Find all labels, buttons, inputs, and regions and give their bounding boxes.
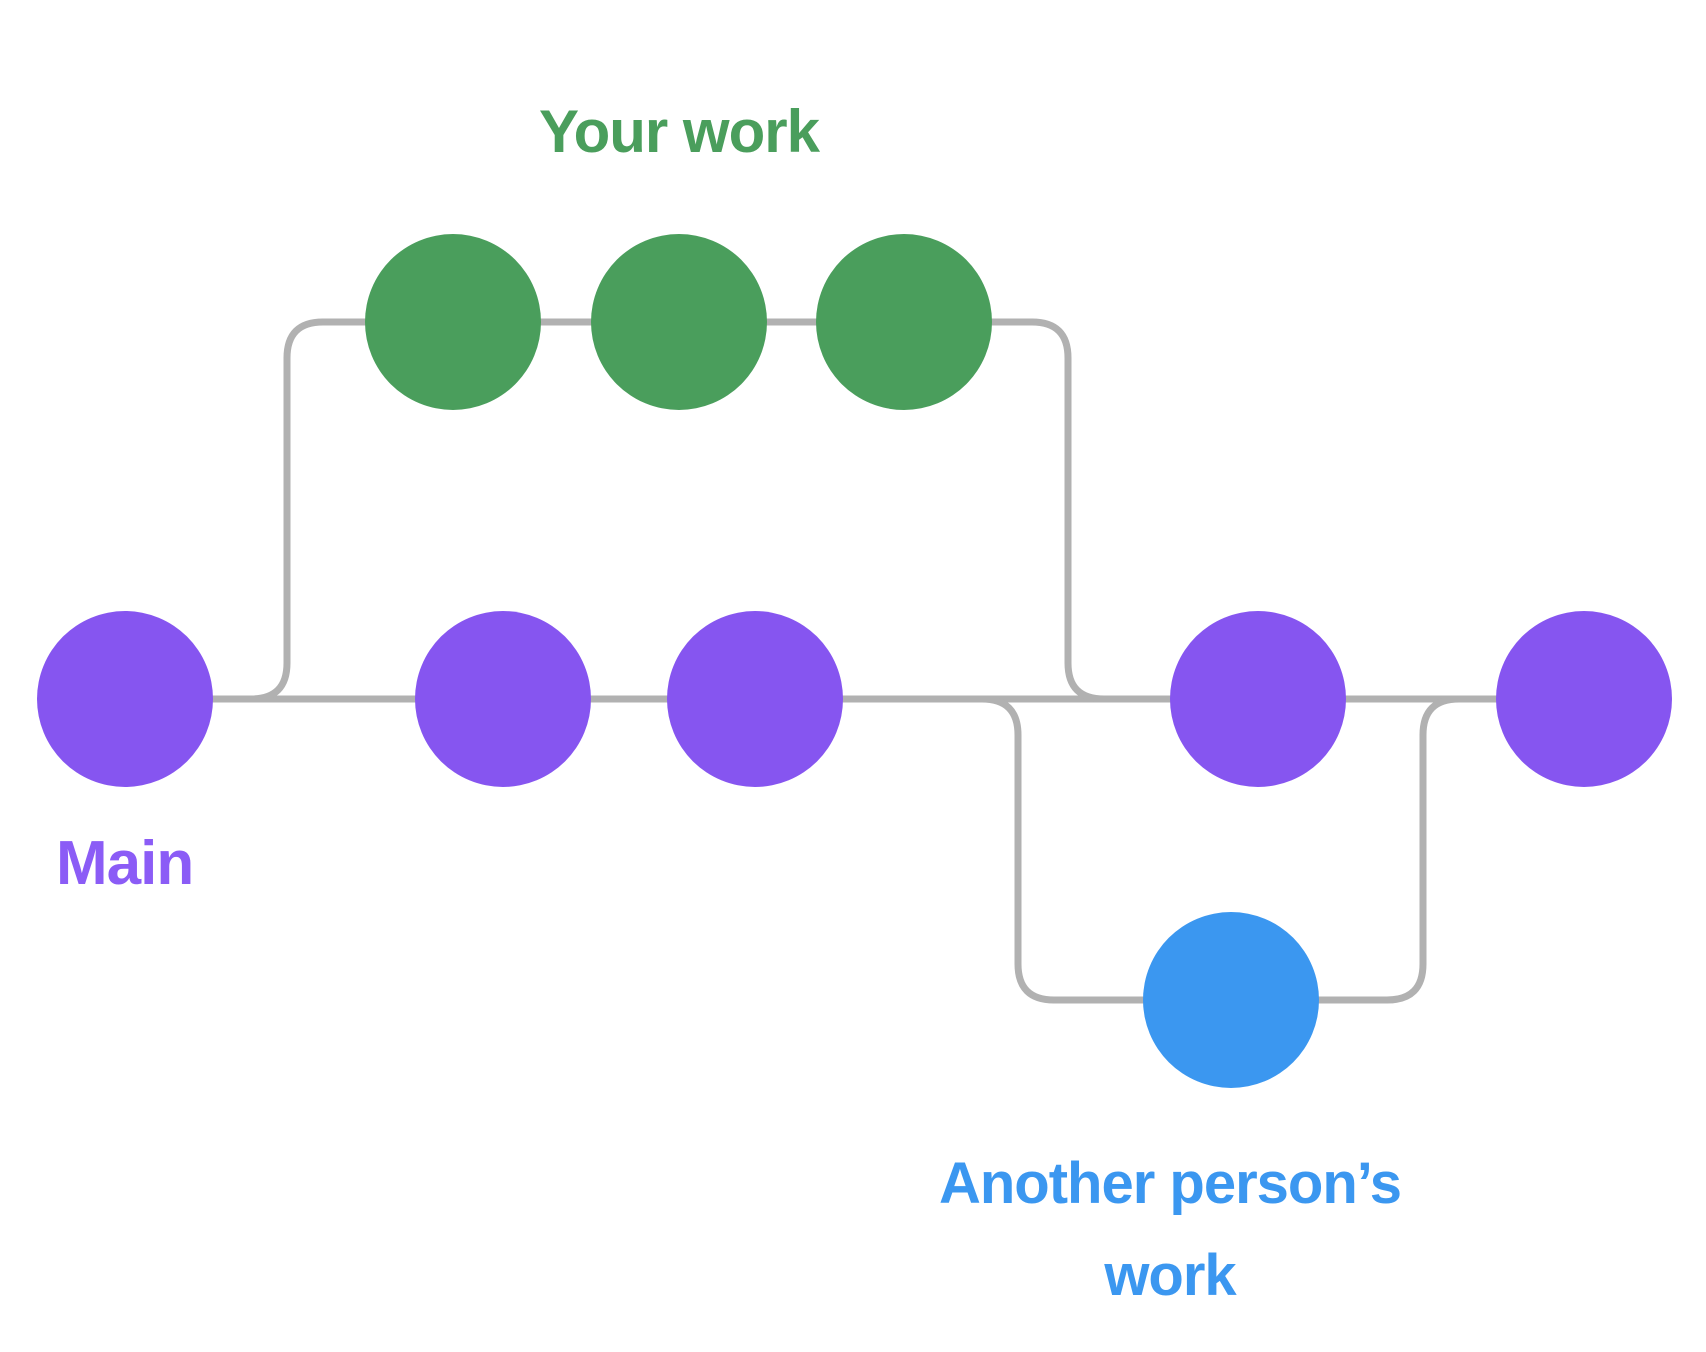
commit-node-another-persons-work-1 xyxy=(1143,912,1319,1088)
commit-node-main-2 xyxy=(415,611,591,787)
commit-node-main-5 xyxy=(1496,611,1672,787)
commit-node-main-3 xyxy=(667,611,843,787)
label-another-persons-work-line2: work xyxy=(1104,1243,1236,1308)
commit-node-your-work-3 xyxy=(816,234,992,410)
commit-node-main-4 xyxy=(1170,611,1346,787)
label-main: Main xyxy=(56,829,194,898)
label-another-persons-work-line1: Another person’s xyxy=(938,1151,1402,1216)
commit-node-main-1 xyxy=(37,611,213,787)
commit-node-your-work-2 xyxy=(591,234,767,410)
label-another-persons-work: Another person’s work xyxy=(938,1138,1402,1322)
label-your-work: Your work xyxy=(539,98,820,165)
commit-node-your-work-1 xyxy=(365,234,541,410)
